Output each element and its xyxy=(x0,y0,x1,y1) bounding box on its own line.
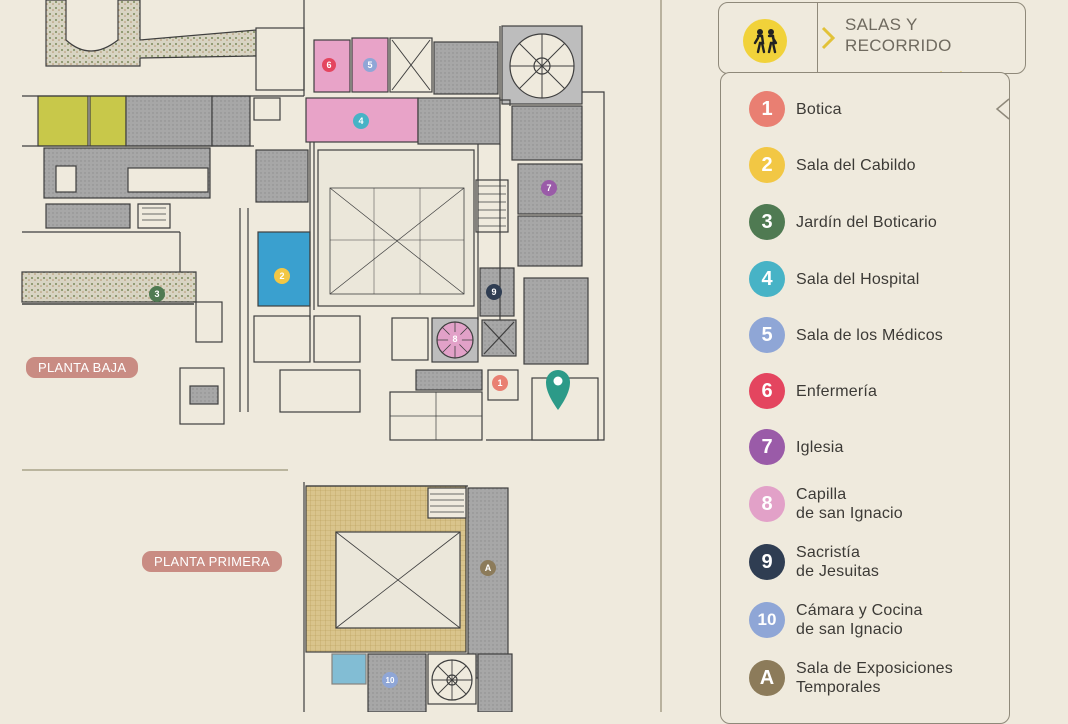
room-name-line: Sala del Cabildo xyxy=(796,156,916,174)
map-marker-4: 4 xyxy=(353,113,369,129)
map-marker-9: 9 xyxy=(486,284,502,300)
room-number-badge: 2 xyxy=(749,147,785,183)
svg-text:7: 7 xyxy=(546,183,551,193)
room-name-line: Sala de Exposiciones xyxy=(796,660,953,677)
legend-item-4: 4 Sala del Hospital xyxy=(749,261,919,297)
room-number-badge: 3 xyxy=(749,204,785,240)
panel-notch-icon xyxy=(995,98,1010,120)
svg-text:2: 2 xyxy=(279,271,284,281)
room-number-badge: 7 xyxy=(749,429,785,465)
room-number-badge: 5 xyxy=(749,317,785,353)
room-name-line: de san Ignacio xyxy=(796,621,903,638)
map-marker-6: 6 xyxy=(322,58,336,72)
map-marker-1: 1 xyxy=(492,375,508,391)
room-name-line: Enfermería xyxy=(796,382,878,400)
room-number-badge: 1 xyxy=(749,91,785,127)
room-name-line: Botica xyxy=(796,100,842,118)
room-number-badge: A xyxy=(749,660,785,696)
legend-item-6: 6 Enfermería xyxy=(749,373,877,409)
floor-plan-map: 6 5 4 7 2 9 3 8 1 A 10 xyxy=(21,0,605,712)
map-marker-a: A xyxy=(480,560,496,576)
room-number-badge: 10 xyxy=(749,602,785,638)
legend-item-9: 9 Sacristía de Jesuitas xyxy=(749,543,879,581)
walking-people-icon xyxy=(743,19,787,63)
room-name-line: de Jesuitas xyxy=(796,563,880,580)
room-name-line: Temporales xyxy=(796,679,881,696)
legend-icon-container xyxy=(719,3,818,73)
room-name-line: Sala de los Médicos xyxy=(796,326,943,344)
room-name: Sala de los Médicos xyxy=(796,326,943,345)
room-name-line: de san Ignacio xyxy=(796,505,903,522)
room-name: Sacristía de Jesuitas xyxy=(796,543,879,581)
svg-text:10: 10 xyxy=(386,676,395,685)
map-room-markers-first: A 10 xyxy=(382,560,496,688)
room-name: Capilla de san Ignacio xyxy=(796,485,903,523)
legend-item-7: 7 Iglesia xyxy=(749,429,844,465)
svg-text:5: 5 xyxy=(367,60,372,70)
room-name: Jardín del Boticario xyxy=(796,213,937,232)
legend-item-2: 2 Sala del Cabildo xyxy=(749,147,916,183)
room-name: Sala del Cabildo xyxy=(796,156,916,175)
room-number-badge: 4 xyxy=(749,261,785,297)
legend-title-line1: SALAS Y xyxy=(845,15,918,34)
first-floor-plan xyxy=(303,482,513,712)
map-marker-7: 7 xyxy=(541,180,557,196)
svg-text:9: 9 xyxy=(491,287,496,297)
room-name-line: Sala del Hospital xyxy=(796,270,920,288)
map-marker-2: 2 xyxy=(274,268,290,284)
legend-item-3: 3 Jardín del Boticario xyxy=(749,204,937,240)
floor-label-first: PLANTA PRIMERA xyxy=(142,551,282,572)
svg-text:A: A xyxy=(485,563,492,573)
room-name: Sala del Hospital xyxy=(796,270,919,289)
room-number-badge: 8 xyxy=(749,486,785,522)
room-number-badge: 9 xyxy=(749,544,785,580)
svg-text:6: 6 xyxy=(326,60,331,70)
svg-text:3: 3 xyxy=(154,289,159,299)
legend-header: SALAS Y RECORRIDO xyxy=(718,2,1026,74)
room-name-line: Cámara y Cocina xyxy=(796,602,923,619)
legend-item-10: 10 Cámara y Cocina de san Ignacio xyxy=(749,601,923,639)
legend-panel: 1 Botica 2 Sala del Cabildo 3 Jardín del Boti… xyxy=(720,72,1010,724)
room-name-line: Sacristía xyxy=(796,544,861,561)
room-number-badge: 6 xyxy=(749,373,785,409)
map-marker-5: 5 xyxy=(363,58,377,72)
ground-floor-plan xyxy=(21,0,605,441)
legend-title-line2: RECORRIDO xyxy=(845,36,952,55)
room-name-line: Jardín del Boticario xyxy=(796,213,937,231)
chevron-right-icon xyxy=(821,26,836,50)
legend-title: SALAS Y RECORRIDO xyxy=(845,14,1005,56)
legend-item-8: 8 Capilla de san Ignacio xyxy=(749,485,903,523)
map-marker-3: 3 xyxy=(149,286,165,302)
panel-divider xyxy=(660,0,662,712)
svg-text:1: 1 xyxy=(497,378,502,388)
room-name: Cámara y Cocina de san Ignacio xyxy=(796,601,923,639)
location-pin-icon xyxy=(546,370,570,410)
svg-text:8: 8 xyxy=(452,334,457,344)
room-name: Iglesia xyxy=(796,438,844,457)
room-name-line: Capilla xyxy=(796,486,847,503)
room-name-line: Iglesia xyxy=(796,438,844,456)
svg-text:4: 4 xyxy=(358,116,363,126)
legend-item-1: 1 Botica xyxy=(749,91,842,127)
legend-item-5: 5 Sala de los Médicos xyxy=(749,317,943,353)
map-room-markers-ground: 6 5 4 7 2 9 3 8 1 xyxy=(149,58,557,391)
map-marker-8: 8 xyxy=(448,332,462,346)
floor-label-ground: PLANTA BAJA xyxy=(26,357,139,378)
room-name: Botica xyxy=(796,100,842,119)
map-marker-10: 10 xyxy=(382,672,398,688)
room-name: Enfermería xyxy=(796,382,877,401)
